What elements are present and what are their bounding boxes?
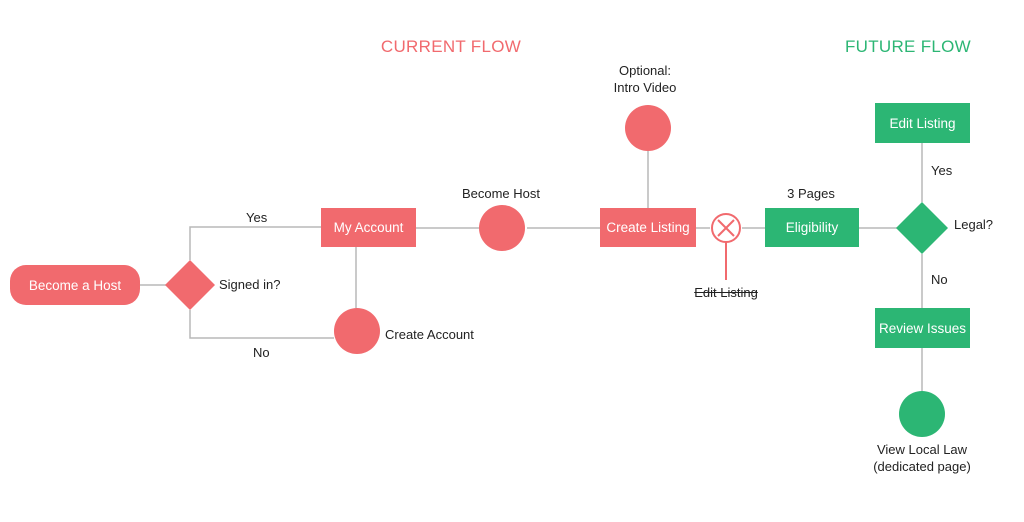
become-a-host-start: Become a Host [10,265,140,305]
create-account-label: Create Account [385,327,474,342]
create-listing-box: Create Listing [600,208,696,247]
review-issues-box: Review Issues [875,308,970,348]
signed-in-decision-diamond [165,260,215,310]
legal-decision-diamond [896,202,948,254]
edit-listing-removed-label: Edit Listing [694,285,758,300]
future-flow-title: FUTURE FLOW [844,37,972,56]
future-yes-label: Yes [931,163,953,178]
edit-listing-box: Edit Listing [875,103,970,143]
future-no-label: No [931,272,948,287]
local-law-node [899,391,945,437]
intro-video-node [625,105,671,151]
no-label: No [253,345,270,360]
local-law-label-line2: (dedicated page) [873,459,971,474]
become-host-node [479,205,525,251]
become-host-label: Become Host [461,186,541,201]
yes-label: Yes [246,210,268,225]
create-account-node [334,308,380,354]
my-account-box: My Account [321,208,416,247]
intro-video-label-line1: Optional: [618,63,672,78]
current-flow-title: CURRENT FLOW [380,37,522,56]
connector-yes [189,226,321,260]
local-law-label-line1: View Local Law [876,442,968,457]
three-pages-label: 3 Pages [787,186,835,201]
signed-in-label: Signed in? [219,277,281,292]
removed-step-x-icon [711,213,741,280]
legal-label: Legal? [954,217,994,232]
eligibility-box: Eligibility [765,208,859,247]
intro-video-label: Optional: Intro Video [614,62,677,96]
intro-video-label-line2: Intro Video [613,80,677,95]
connector-no [189,310,334,339]
local-law-label: View Local Law (dedicated page) [873,441,971,475]
